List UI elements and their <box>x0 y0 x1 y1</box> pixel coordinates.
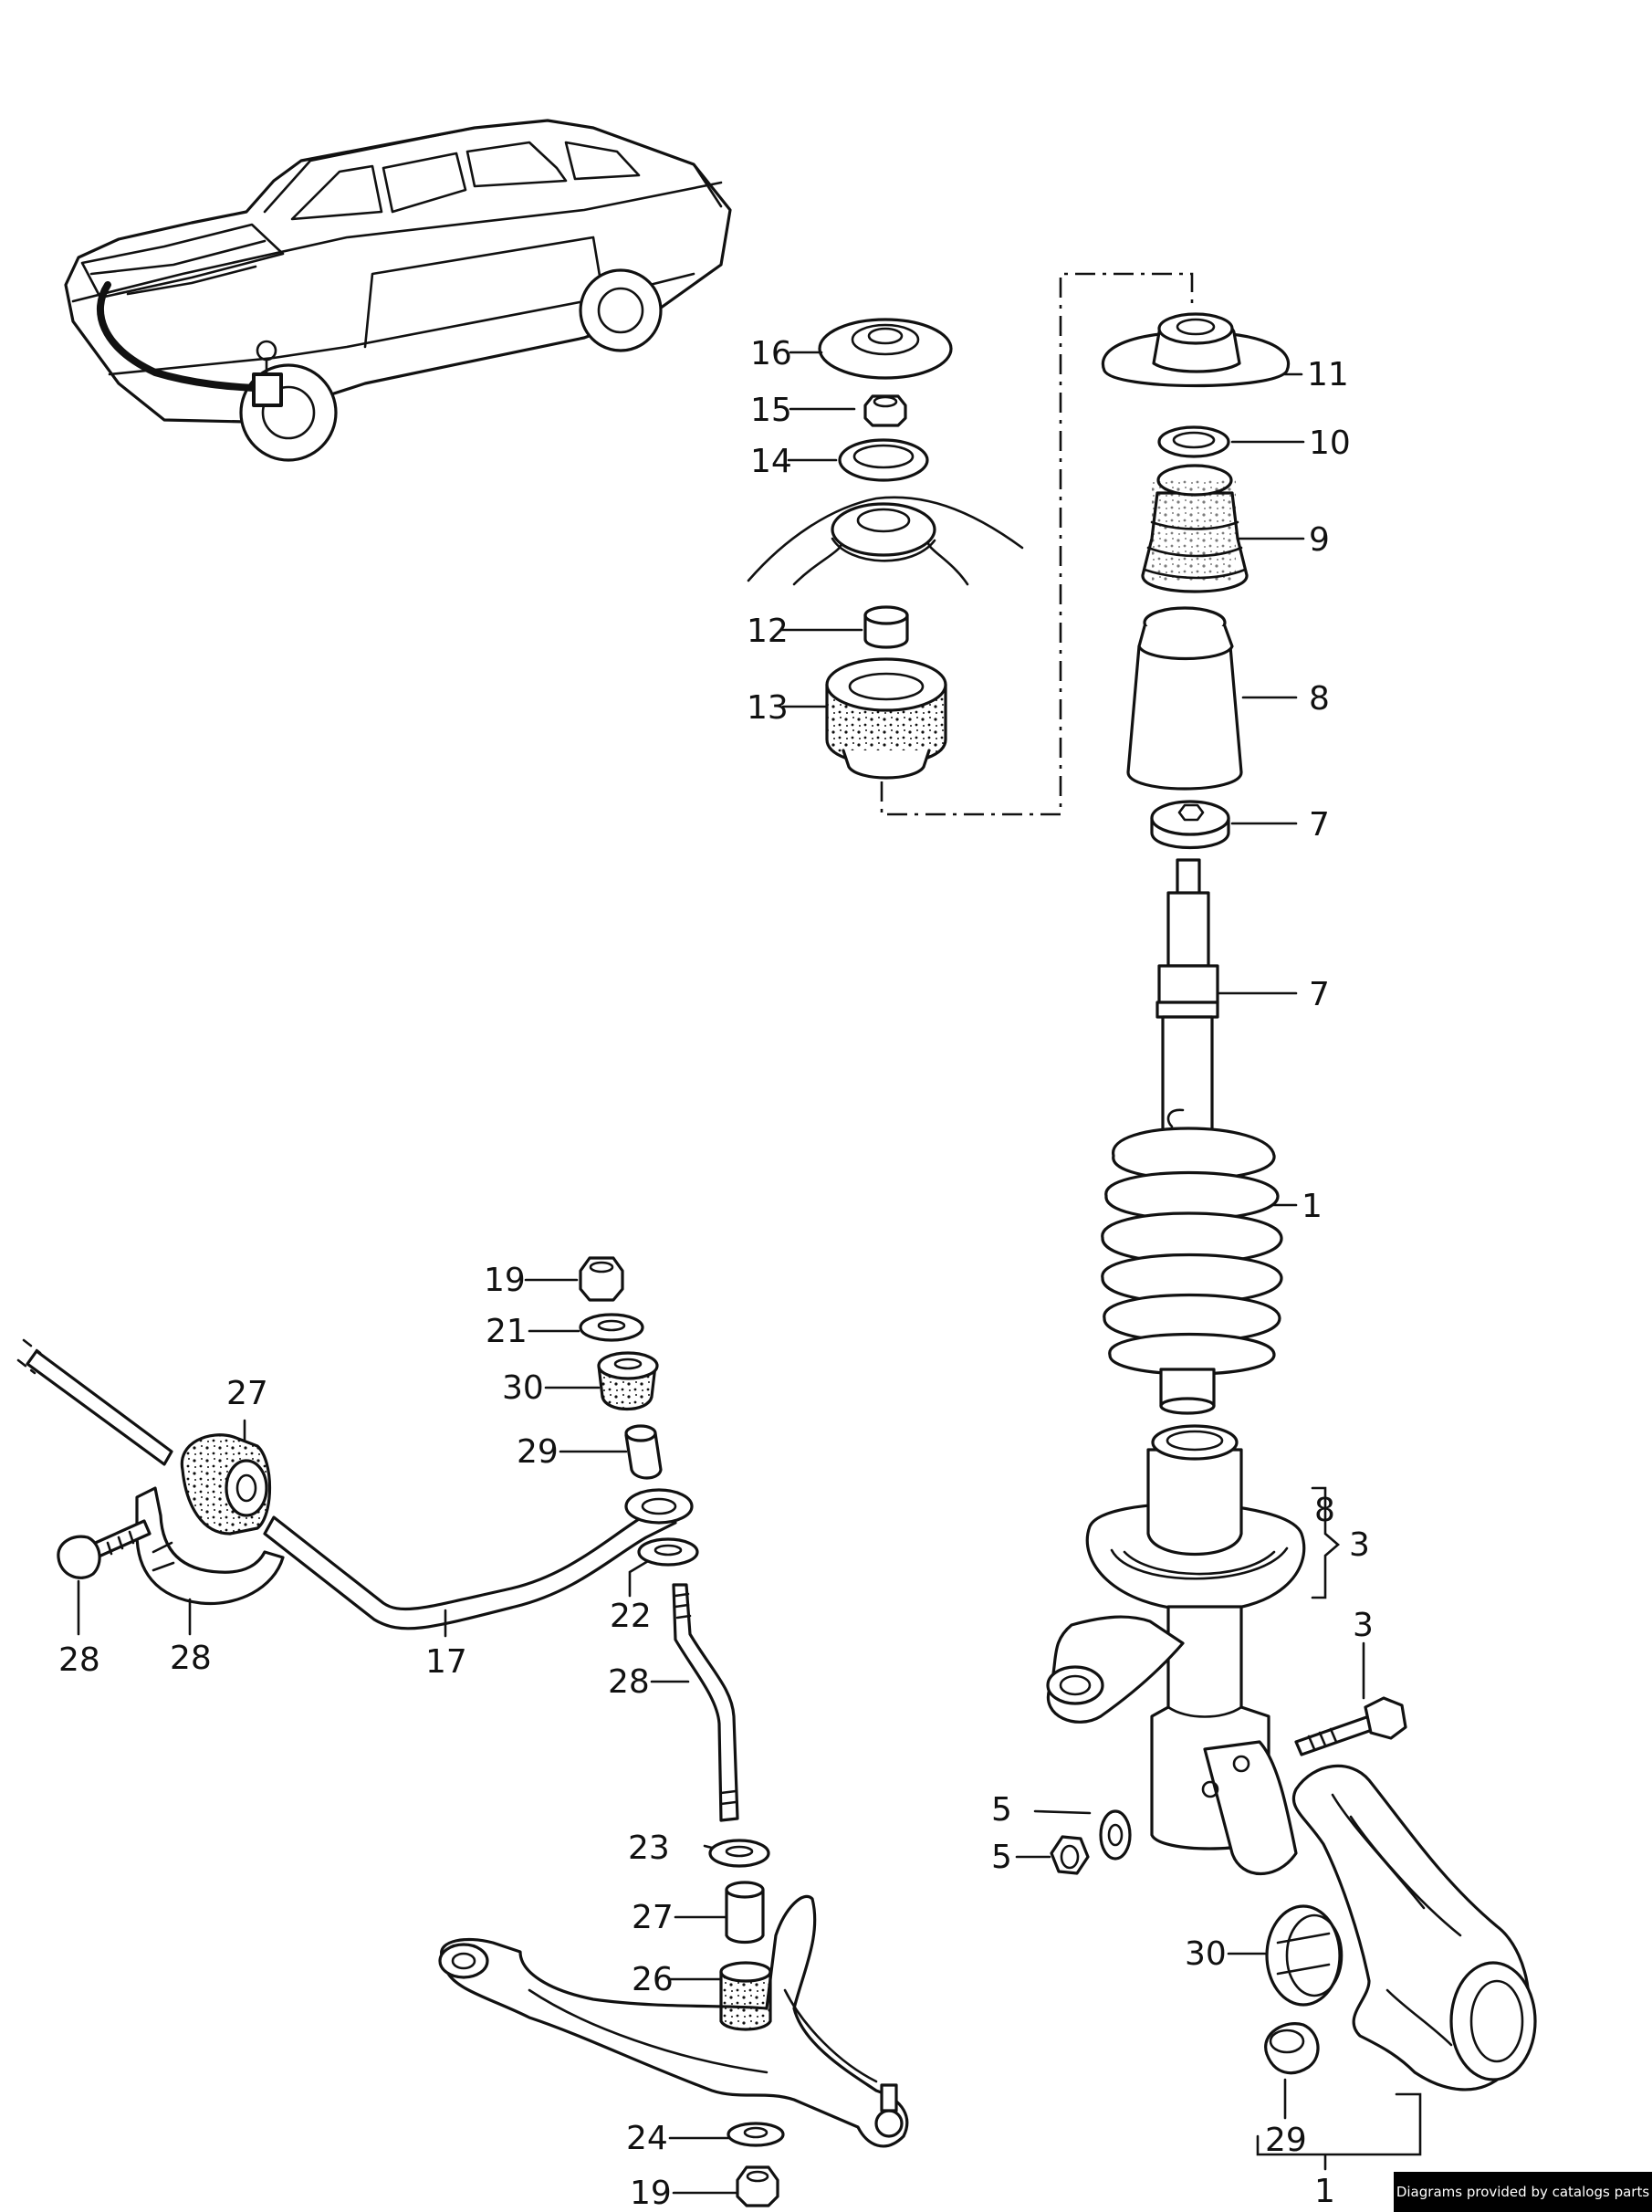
part-rubber-bushing-21 <box>719 1961 772 2031</box>
label-5: 5 <box>991 1839 1012 1876</box>
label-8: 7 <box>1309 806 1330 844</box>
part-rubber-bushing-14 <box>825 657 947 780</box>
label-3: 3 <box>1349 1526 1370 1564</box>
part-bolt-28 <box>57 1519 152 1579</box>
label-12: 11 <box>1307 356 1349 393</box>
part-washer-15 <box>838 438 929 482</box>
control-arm-context <box>438 1894 909 2148</box>
label-23: 28 <box>608 1663 650 1701</box>
assembly-connector-line <box>880 272 1194 816</box>
label-13: 12 <box>747 613 789 650</box>
part-hex-nut-19-upper <box>579 1256 624 1302</box>
part-clamp-27 <box>135 1486 285 1606</box>
part-spacer-sleeve-22 <box>725 1881 765 1945</box>
leader-lines <box>77 351 1422 2195</box>
part-bearing-ring-8 <box>1150 800 1230 850</box>
callout-labels: 16 15 14 12 13 11 10 9 8 7 7 1 8 3 3 5 5… <box>58 335 1374 2212</box>
part-spacer-sleeve-13 <box>863 605 909 649</box>
part-hex-nut-16 <box>863 394 907 427</box>
part-strut-mount-12 <box>1101 312 1291 388</box>
part-cap-17 <box>818 318 953 380</box>
part-bump-stop-10 <box>1141 464 1249 593</box>
label-22: 27 <box>632 1899 674 1936</box>
part-rubber-bushing-25 <box>597 1351 659 1411</box>
label-1: 1 <box>1302 1188 1323 1225</box>
label-14: 13 <box>747 689 789 727</box>
part-hex-nut-19-lower <box>736 2165 779 2207</box>
part-protective-sleeve-9 <box>1126 606 1243 791</box>
strut-tower-context <box>747 496 1024 586</box>
label-15: 14 <box>750 443 792 480</box>
part-spring-plate-11 <box>1157 425 1230 458</box>
part-stabilizer-bushing-26 <box>180 1433 271 1536</box>
label-19-lower: 19 <box>630 2175 672 2212</box>
part-stabilizer-bar-18 <box>16 1338 694 1630</box>
part-washer-6 <box>1099 1809 1132 1861</box>
label-28: 28 <box>58 1641 100 1679</box>
label-25: 30 <box>502 1369 544 1407</box>
part-washer-20-b <box>637 1537 699 1567</box>
part-hex-bolt-4 <box>1294 1696 1407 1756</box>
upper-mount-exploded-group <box>747 272 1194 816</box>
label-17: 16 <box>750 335 792 372</box>
strut-exploded-group <box>1046 312 1537 2091</box>
label-6: 5 <box>991 1791 1012 1829</box>
part-shock-absorber-7 <box>1155 858 1219 1137</box>
label-16: 15 <box>750 392 792 429</box>
part-washer-20-a <box>579 1313 644 1342</box>
label-27: 28 <box>170 1640 212 1677</box>
car-locator-illustration <box>64 119 732 462</box>
part-retaining-ring-30 <box>1265 1904 1344 2007</box>
label-20-c: 23 <box>628 1829 670 1867</box>
label-10: 9 <box>1309 521 1330 559</box>
label-4: 3 <box>1353 1607 1374 1644</box>
label-11: 10 <box>1309 425 1351 462</box>
label-18: 17 <box>425 1643 467 1681</box>
label-24: 29 <box>517 1433 559 1471</box>
bracket-3 <box>1311 1486 1340 1599</box>
label-7: 7 <box>1309 976 1330 1013</box>
label-26: 27 <box>226 1375 268 1412</box>
part-cap-29 <box>1264 2022 1320 2075</box>
label-20-a: 21 <box>486 1313 528 1350</box>
part-coil-spring-1 <box>1101 1108 1283 1415</box>
label-21: 26 <box>632 1961 674 1998</box>
part-self-locking-nut-5 <box>1050 1835 1090 1875</box>
label-19-upper: 19 <box>484 1262 526 1299</box>
part-sleeve-24 <box>624 1424 663 1480</box>
diagram-credit: Diagrams provided by catalogs parts <box>1394 2172 1652 2212</box>
label-9: 8 <box>1309 680 1330 718</box>
part-washer-20-d <box>727 2122 785 2147</box>
part-strut-assembly-3 <box>1046 1424 1306 1875</box>
label-30: 30 <box>1185 1935 1227 1973</box>
label-20-b: 22 <box>610 1598 652 1635</box>
label-20-d: 24 <box>626 2120 668 2157</box>
label-29: 29 <box>1265 2122 1307 2159</box>
stabilizer-exploded-group <box>16 1256 909 2207</box>
bracket-2 <box>1256 2092 1422 2171</box>
part-wheel-bearing-housing-2 <box>1291 1764 1537 2091</box>
label-8-bracket: 8 <box>1314 1492 1335 1529</box>
part-washer-20-c <box>708 1839 770 1868</box>
label-2: 1 <box>1314 2173 1335 2210</box>
part-coupling-rod-23 <box>672 1583 739 1822</box>
